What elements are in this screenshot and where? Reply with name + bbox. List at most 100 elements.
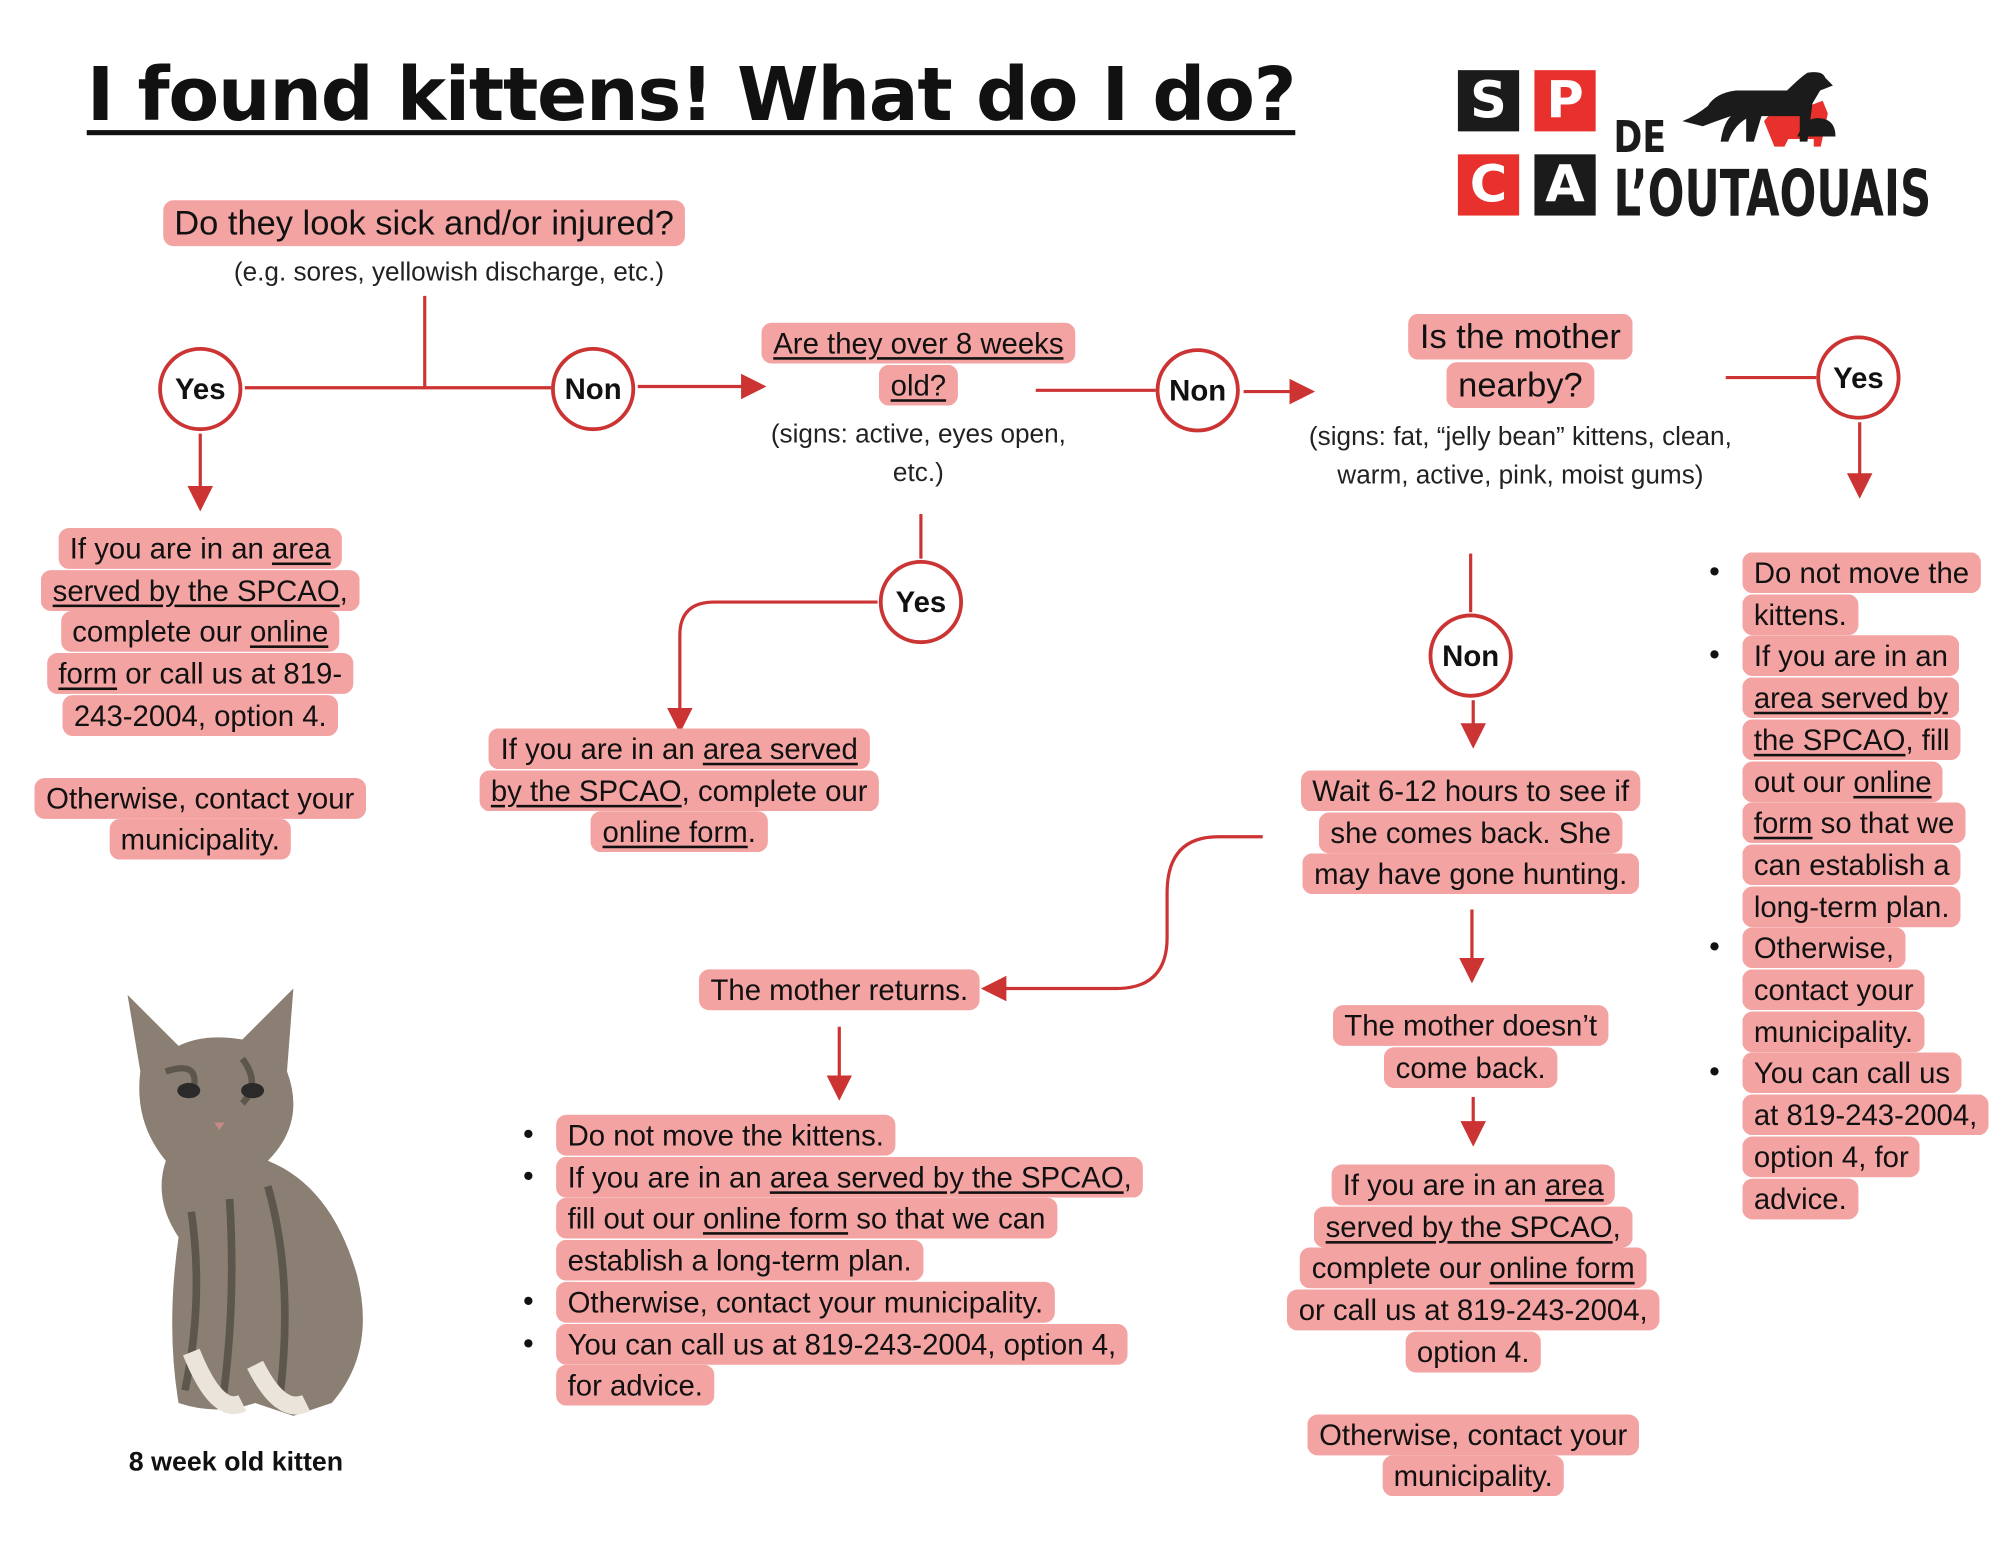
wait-text: Wait 6-12 hours to see if she comes back… bbox=[1300, 770, 1641, 895]
over-8-weeks-instructions: If you are in an area served by the SPCAO… bbox=[459, 728, 899, 853]
list-item-text: If you are in an area served by the SPCA… bbox=[556, 1156, 1144, 1281]
text-segment: can establish a bbox=[1753, 848, 1950, 882]
not-back-instructions: If you are in an area served by the SPCAO… bbox=[1269, 1164, 1677, 1498]
sick-instructions-text: If you are in an area served by the SPCAO… bbox=[41, 528, 360, 736]
text-segment: 243-2004, option 4. bbox=[73, 698, 327, 732]
text-segment: , bbox=[1612, 1210, 1621, 1244]
answer-q1-no: Non bbox=[551, 346, 636, 432]
answer-q3-no: Non bbox=[1428, 613, 1513, 698]
link-online[interactable]: online bbox=[249, 615, 329, 649]
list-item-text: Do not move the kittens. bbox=[556, 1114, 896, 1156]
text-segment: Do not move the bbox=[1753, 556, 1970, 590]
over-8-weeks-text: If you are in an area served by the SPCAO… bbox=[479, 728, 880, 853]
text-segment: option 4. bbox=[1416, 1335, 1530, 1369]
list-item: If you are in an area served by the SPCA… bbox=[523, 1156, 1161, 1282]
spcao-logo: S P C A DE L’OUTAOUAIS bbox=[1457, 70, 1932, 231]
list-item: You can call us at 819-243-2004, option … bbox=[523, 1323, 1161, 1406]
link-form[interactable]: form bbox=[1753, 806, 1813, 840]
mother-nearby-list: Do not move the kittens. If you are in an a… bbox=[1709, 552, 1996, 1219]
sick-instructions: If you are in an area served by the SPCAO… bbox=[9, 528, 392, 861]
mother-returns-label: The mother returns. bbox=[648, 969, 1031, 1011]
question-sick-text: Do they look sick and/or injured? bbox=[162, 200, 686, 247]
link-online-form[interactable]: online form bbox=[702, 1202, 849, 1236]
logo-letter-p: P bbox=[1534, 70, 1596, 132]
link-area-served[interactable]: area served bbox=[702, 732, 858, 766]
text-segment: complete our bbox=[72, 615, 250, 649]
text-segment: If you are in an bbox=[500, 732, 703, 766]
text-segment: , complete our bbox=[681, 773, 868, 808]
list-item-text: Otherwise, contact your municipality. bbox=[556, 1281, 1055, 1323]
question-mother-nearby-text: Is the mother nearby? bbox=[1408, 313, 1633, 409]
question-sick: Do they look sick and/or injured? bbox=[128, 199, 721, 247]
question-over-8-weeks-text: Are they over 8 weeks old? bbox=[761, 322, 1075, 406]
link-online[interactable]: online bbox=[1853, 764, 1932, 798]
text-segment: . bbox=[747, 815, 756, 849]
text-segment: or call us at 819- bbox=[117, 657, 343, 691]
question-over-8-weeks: Are they over 8 weeks old? bbox=[727, 322, 1110, 406]
link-served-by-the-spcao[interactable]: served by the SPCAO bbox=[1325, 1210, 1613, 1244]
answer-q2-yes: Yes bbox=[878, 559, 964, 645]
link-by-the-spcao[interactable]: by the SPCAO bbox=[490, 773, 682, 808]
animals-silhouette-icon bbox=[1682, 72, 1836, 147]
text-segment: You can call us bbox=[1753, 1056, 1951, 1090]
link-are-they-over-8-weeks[interactable]: Are they over 8 weeks bbox=[773, 326, 1064, 360]
text-segment: , bbox=[1123, 1160, 1132, 1194]
link-online-form[interactable]: online form bbox=[1489, 1251, 1635, 1285]
connector-arrow bbox=[980, 835, 1263, 1002]
not-back-otherwise-text: Otherwise, contact your municipality. bbox=[1307, 1413, 1639, 1497]
logo-letter-c: C bbox=[1457, 154, 1520, 216]
text-segment: You can call us at 819-243-2004, option … bbox=[567, 1327, 1117, 1361]
text-segment: so that we can bbox=[848, 1202, 1046, 1236]
text-segment: establish a long-term plan. bbox=[567, 1243, 912, 1277]
text-segment: Do not move the kittens. bbox=[567, 1118, 884, 1152]
link-online-form[interactable]: online form bbox=[602, 815, 748, 849]
list-item: Do not move the kittens. bbox=[1709, 552, 1996, 635]
wait-instructions: Wait 6-12 hours to see if she comes back… bbox=[1279, 770, 1662, 895]
text-segment: If you are in an bbox=[69, 531, 273, 566]
kitten-caption: 8 week old kitten bbox=[128, 1447, 344, 1478]
answer-q2-no: Non bbox=[1155, 348, 1240, 433]
logo-letter-a: A bbox=[1534, 154, 1596, 216]
text-segment: If you are in an bbox=[1342, 1168, 1545, 1202]
question-sick-hint: (e.g. sores, yellowish discharge, etc.) bbox=[233, 257, 665, 287]
text-segment: , bbox=[339, 573, 348, 607]
link-area-served-by[interactable]: area served by bbox=[1753, 681, 1948, 715]
text-segment: advice. bbox=[1753, 1181, 1847, 1215]
link-area-served-by-the-spcao[interactable]: area served by the SPCAO bbox=[769, 1160, 1124, 1194]
text-segment: kittens. bbox=[1753, 597, 1847, 631]
list-item-text: You can call us at 819-243-2004, option … bbox=[556, 1323, 1128, 1406]
text-segment: or call us at 819-243-2004, bbox=[1298, 1293, 1648, 1327]
link-form[interactable]: form bbox=[58, 657, 118, 691]
text-segment: so that we bbox=[1812, 806, 1955, 840]
list-item-text: Do not move the kittens. bbox=[1742, 552, 1981, 635]
mother-not-back-text: The mother doesn’t come back. bbox=[1332, 1005, 1609, 1088]
answer-q1-yes: Yes bbox=[158, 346, 243, 432]
link-old[interactable]: old? bbox=[890, 368, 947, 402]
text-segment: long-term plan. bbox=[1753, 889, 1950, 923]
link-the-spcao[interactable]: the SPCAO bbox=[1753, 722, 1906, 757]
link-area[interactable]: area bbox=[1544, 1168, 1604, 1202]
text-segment: option 4, for bbox=[1753, 1140, 1909, 1174]
mother-returns-list: Do not move the kittens. If you are in an… bbox=[523, 1114, 1161, 1407]
logo-de: DE bbox=[1613, 112, 1667, 164]
text-segment: Otherwise, bbox=[1753, 931, 1895, 965]
text-segment: out our bbox=[1753, 764, 1854, 798]
link-served-by-the-spcao[interactable]: served by the SPCAO bbox=[52, 573, 340, 607]
link-area[interactable]: area bbox=[272, 531, 331, 566]
list-item: Otherwise, contact your municipality. bbox=[523, 1281, 1161, 1324]
not-back-instructions-text: If you are in an area served by the SPCAO… bbox=[1287, 1164, 1660, 1373]
logo-outaouais: L’OUTAOUAIS bbox=[1613, 156, 1932, 231]
text-segment: for advice. bbox=[567, 1368, 703, 1403]
connector bbox=[244, 295, 552, 390]
text-segment: fill out our bbox=[567, 1202, 703, 1236]
text-segment: complete our bbox=[1311, 1251, 1490, 1285]
list-item: Do not move the kittens. bbox=[523, 1114, 1161, 1157]
text-segment: If you are in an bbox=[1753, 639, 1948, 673]
text-segment: municipality. bbox=[1753, 1014, 1914, 1049]
